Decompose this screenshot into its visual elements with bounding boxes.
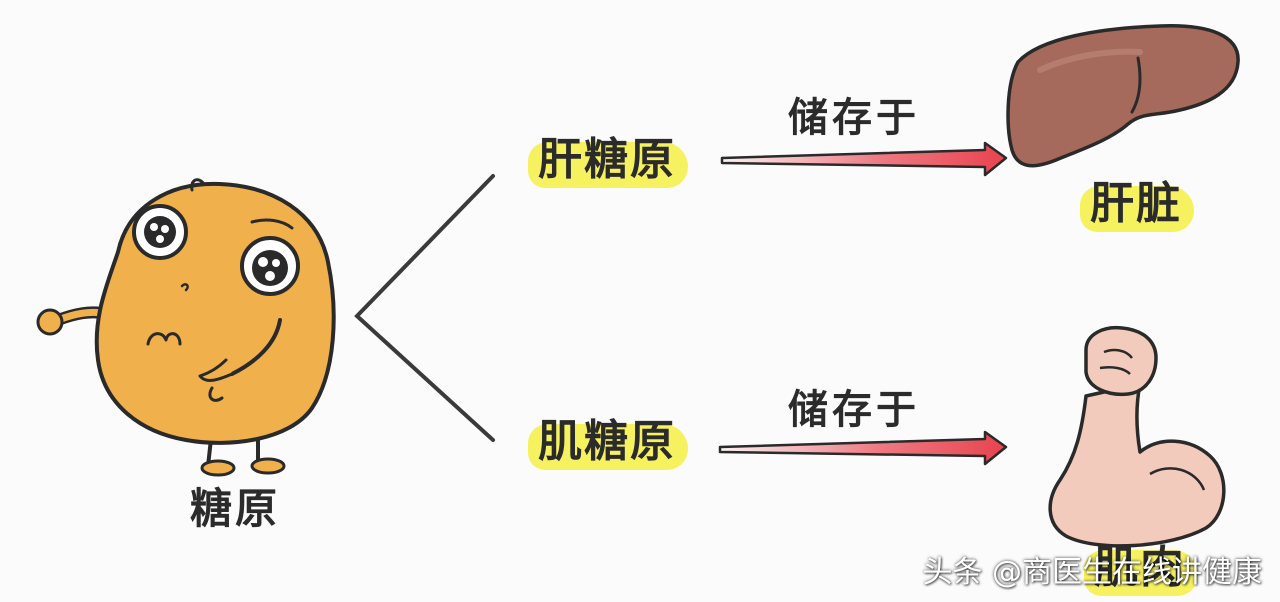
target-node-muscle: 肌肉 <box>1084 546 1198 596</box>
branch-node-muscle-glycogen: 肌糖原 <box>528 420 688 470</box>
root-label: 糖原 <box>190 484 281 533</box>
arrow-to-liver <box>720 141 1008 177</box>
relation-label: 储存于 <box>788 387 920 433</box>
liver-icon <box>1006 24 1240 168</box>
target-label: 肝脏 <box>1090 178 1182 229</box>
target-node-liver: 肝脏 <box>1080 182 1194 232</box>
watermark: 头条 @商医生在线讲健康 <box>922 555 1262 590</box>
branch-label: 肝糖原 <box>538 134 676 185</box>
relation-label: 储存于 <box>788 95 920 141</box>
flexed-arm-icon <box>1048 325 1226 548</box>
arrow-to-muscle <box>718 430 1008 466</box>
branch-node-liver-glycogen: 肝糖原 <box>528 138 688 188</box>
branch-connector <box>354 174 495 442</box>
target-label: 肌肉 <box>1094 542 1186 593</box>
glycogen-mascot-icon <box>36 178 336 477</box>
branch-label: 肌糖原 <box>538 416 676 467</box>
